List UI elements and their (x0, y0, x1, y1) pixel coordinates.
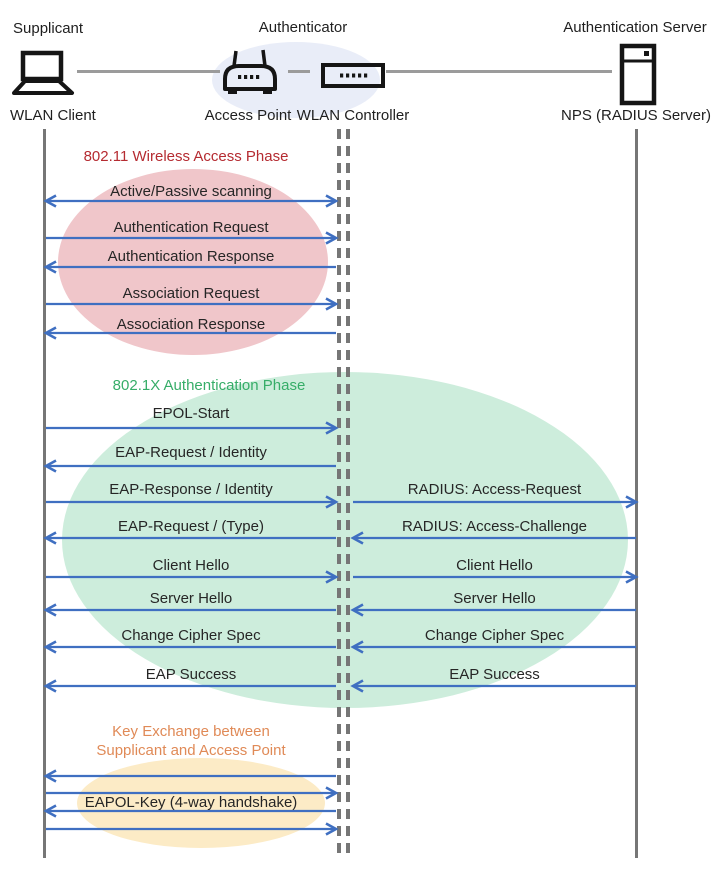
message-arrow (43, 459, 336, 473)
connector-line (288, 70, 310, 73)
message-label: Authentication Request (113, 219, 269, 236)
message-arrow (43, 804, 336, 818)
message-arrow (350, 679, 636, 693)
message-label: Client Hello (456, 557, 533, 574)
message-label: EAP Success (449, 666, 540, 683)
message-arrow (43, 679, 336, 693)
message-arrow (350, 603, 636, 617)
message-arrow (46, 786, 339, 800)
authenticator-group-ellipse (212, 42, 380, 118)
message-arrow (43, 640, 336, 654)
message-arrow (43, 531, 336, 545)
message-arrow (46, 570, 339, 584)
wlan-controller-icon (321, 63, 385, 94)
phase1-title: 802.11 Wireless Access Phase (83, 148, 289, 165)
node-label-wlan-controller: WLAN Controller (296, 107, 410, 124)
message-arrow (46, 421, 339, 435)
message-arrow (43, 194, 339, 208)
message-arrow (353, 570, 639, 584)
role-label-authenticator: Authenticator (258, 19, 348, 36)
message-label: Server Hello (453, 590, 536, 607)
message-label: RADIUS: Access-Challenge (401, 518, 588, 535)
message-label: EAP Success (145, 666, 237, 683)
message-label: EAP-Request / Identity (115, 444, 267, 461)
lifeline-wlan-controller-left (337, 129, 341, 858)
role-label-supplicant: Supplicant (13, 20, 84, 37)
message-label: EAP-Response / Identity (109, 481, 273, 498)
phase3-title-line1: Key Exchange between (112, 723, 270, 740)
message-arrow (43, 326, 336, 340)
message-arrow (353, 495, 639, 509)
message-arrow (46, 495, 339, 509)
message-arrow (43, 260, 336, 274)
message-label: EAPOL-Key (4-way handshake) (84, 794, 298, 811)
message-arrow (43, 769, 336, 783)
connector-line (77, 70, 220, 73)
message-arrow (46, 297, 339, 311)
phase3-title: Key Exchange between Supplicant and Acce… (96, 722, 285, 760)
message-arrow (46, 231, 339, 245)
message-label: Association Request (122, 285, 260, 302)
message-arrow (46, 822, 339, 836)
phase3-title-line2: Supplicant and Access Point (96, 742, 286, 759)
message-label: Client Hello (152, 557, 230, 574)
message-label: RADIUS: Access-Request (407, 481, 582, 498)
message-label: Server Hello (149, 590, 233, 607)
node-label-wlan-client: WLAN Client (10, 107, 96, 124)
node-label-nps-radius-server: NPS (RADIUS Server) (560, 107, 712, 124)
access-point-icon (221, 48, 279, 101)
node-label-access-point: Access Point (204, 107, 292, 124)
server-icon (619, 43, 657, 111)
message-label: EAP-Request / (Type) (118, 518, 264, 535)
lifeline-wlan-controller-right (346, 129, 350, 858)
lifeline-nps-server (635, 129, 638, 858)
message-arrow (350, 531, 636, 545)
phase3-ellipse (77, 758, 325, 848)
message-label: Authentication Response (107, 248, 275, 265)
lifeline-wlan-client (43, 129, 46, 858)
role-label-authentication-server: Authentication Server (563, 19, 707, 36)
message-label: Change Cipher Spec (424, 627, 565, 644)
connector-line (386, 70, 612, 73)
phase2-title: 802.1X Authentication Phase (112, 377, 306, 394)
laptop-icon (9, 50, 77, 103)
message-arrow (350, 640, 636, 654)
message-label: Active/Passive scanning (110, 183, 272, 200)
message-label: EPOL-Start (152, 405, 230, 422)
message-arrow (43, 603, 336, 617)
message-label: Association Response (116, 316, 266, 333)
message-label: Change Cipher Spec (121, 627, 261, 644)
